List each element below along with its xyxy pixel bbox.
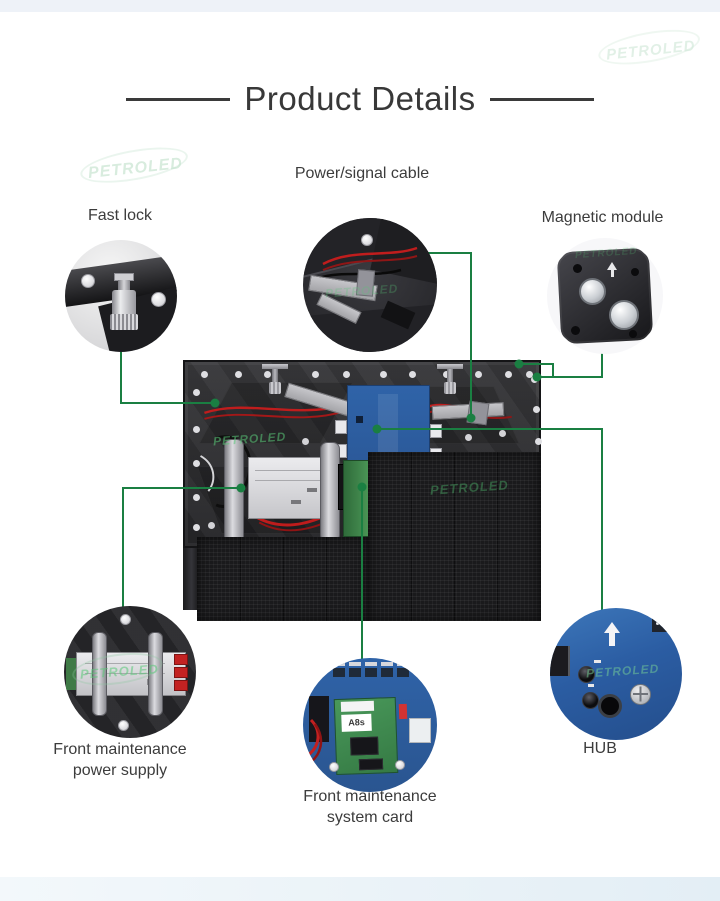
psu-label-line xyxy=(255,470,325,471)
pcb-silkscreen xyxy=(588,684,594,687)
screw-head xyxy=(329,762,339,772)
module-hole xyxy=(571,326,580,335)
top-divider-strip xyxy=(0,0,720,12)
front-maintenance-system-card-photo: A8s xyxy=(303,658,437,792)
led-front-mesh: PETROLED xyxy=(368,452,541,621)
connector-pad xyxy=(349,668,361,677)
label-line: system card xyxy=(326,809,414,826)
led-front-mesh xyxy=(197,537,368,621)
up-arrow-icon xyxy=(604,622,620,633)
cable-wires-graphic xyxy=(304,718,323,768)
card-red-sticker xyxy=(398,703,408,720)
up-arrow-icon xyxy=(609,633,615,646)
front-maintenance-power-supply-photo: PETROLED xyxy=(64,606,196,738)
cabinet-frame-edge xyxy=(183,548,197,610)
label-hub: HUB xyxy=(583,740,617,757)
screw-head xyxy=(630,684,651,705)
connector-pins xyxy=(365,662,377,666)
fastener-stem xyxy=(272,369,278,383)
power-terminal xyxy=(174,654,188,665)
card-chip xyxy=(350,736,379,756)
hub-connector xyxy=(652,616,676,632)
card-connector xyxy=(409,718,431,743)
psu-mounting-strap xyxy=(224,439,244,544)
psu-label-mark xyxy=(307,488,317,492)
power-terminal xyxy=(174,667,188,678)
brand-watermark: PETROLED xyxy=(77,140,190,190)
brand-watermark-swoosh xyxy=(595,23,703,71)
brand-watermark: PETROLED xyxy=(430,477,510,497)
psu-label-line xyxy=(255,480,325,481)
connector-pin xyxy=(656,622,659,625)
brand-watermark-text: PETROLED xyxy=(429,477,510,498)
connector-pin xyxy=(668,622,671,625)
card-chip xyxy=(358,758,384,771)
card-model-label: A8s xyxy=(341,713,372,732)
orientation-arrow-icon xyxy=(607,262,617,270)
fast-lock-photo xyxy=(65,240,177,352)
screw-head xyxy=(361,234,373,246)
system-card: A8s xyxy=(333,696,399,776)
psu-mounting-strap xyxy=(92,632,107,716)
label-line: Front maintenance xyxy=(303,788,437,805)
title-right-dash xyxy=(489,97,594,101)
screw-head xyxy=(395,760,405,770)
brand-watermark: PETROLED xyxy=(595,23,703,71)
hub-module xyxy=(550,646,570,676)
label-line: power supply xyxy=(72,762,168,779)
power-signal-cable-photo: PETROLED xyxy=(303,218,437,352)
bottom-divider-strip xyxy=(0,877,720,901)
label-front-maintenance-system-card: Front maintenance system card xyxy=(275,786,465,828)
capacitor xyxy=(582,692,599,709)
lock-neck xyxy=(118,280,130,290)
brand-watermark-swoosh xyxy=(77,140,190,190)
orientation-arrow-icon xyxy=(611,270,614,277)
pcb-silkscreen xyxy=(594,660,601,663)
title-left-dash xyxy=(126,97,231,101)
pcb-connector xyxy=(335,420,347,434)
magnetic-module-photo: PETROLED xyxy=(547,238,663,354)
fastener-knurl xyxy=(269,382,281,394)
pcb-connector xyxy=(430,424,442,438)
connector-pin xyxy=(662,622,665,625)
module-hole xyxy=(573,264,582,273)
psu-label-mark xyxy=(291,500,301,504)
power-terminal xyxy=(174,680,188,691)
module-hole xyxy=(629,330,637,338)
connector-pad xyxy=(333,668,345,677)
label-power-signal-cable: Power/signal cable xyxy=(294,165,430,182)
connector-pins xyxy=(349,662,361,666)
magnet-disc xyxy=(579,278,606,305)
card-connector xyxy=(309,696,329,742)
label-fast-lock: Fast lock xyxy=(87,207,152,224)
section-title-row: Product Details xyxy=(0,80,720,118)
psu-mounting-strap xyxy=(320,442,340,542)
screw-head xyxy=(120,614,131,625)
screw-head xyxy=(151,292,166,307)
card-sticker xyxy=(340,700,375,712)
label-line: Front maintenance xyxy=(53,741,187,758)
connector-pcb xyxy=(66,658,76,690)
magnet-disc xyxy=(609,300,639,330)
screw-head xyxy=(81,274,95,288)
hub-photo: PETROLED xyxy=(550,608,682,740)
lock-knurl xyxy=(110,314,138,330)
ribbon-cable-fold xyxy=(466,400,490,426)
mounting-hole xyxy=(598,694,622,718)
fast-lock-fastener xyxy=(262,364,288,396)
label-front-maintenance-power-supply: Front maintenance power supply xyxy=(30,739,210,781)
brand-watermark: PETROLED xyxy=(586,661,660,680)
pcb-chip xyxy=(356,416,363,423)
label-magnetic-module: Magnetic module xyxy=(541,209,664,226)
page-title: Product Details xyxy=(244,80,476,117)
psu-label-line xyxy=(85,673,165,674)
connector-pad xyxy=(365,668,377,677)
brand-watermark-text: PETROLED xyxy=(585,661,660,681)
screw-head xyxy=(118,720,129,731)
module-hole xyxy=(631,268,639,276)
system-card-edge xyxy=(343,460,369,537)
fastener-bar xyxy=(262,364,288,369)
connector-pins xyxy=(333,662,345,666)
